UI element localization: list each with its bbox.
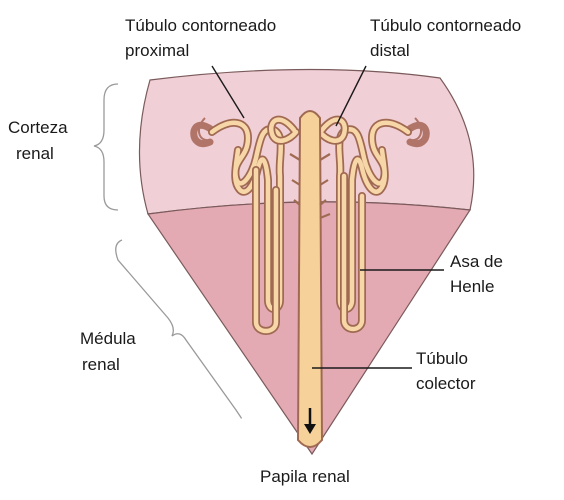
leader-lines bbox=[211, 65, 444, 369]
label-distal-line1: Túbulo contorneado bbox=[370, 16, 521, 35]
label-collector: Túbulo colector bbox=[416, 349, 476, 393]
label-distal: Túbulo contorneado distal bbox=[370, 16, 526, 60]
tubule-lumen bbox=[268, 117, 299, 143]
label-cortex: Corteza renal bbox=[8, 118, 72, 163]
leader-distal bbox=[335, 65, 367, 127]
label-henle-line2: Henle bbox=[450, 277, 494, 296]
central-loops bbox=[267, 115, 349, 145]
tubule-lumen bbox=[341, 173, 365, 332]
cortex-bracket bbox=[93, 83, 119, 211]
left-glomerulus bbox=[190, 117, 216, 148]
medulla-bracket bbox=[115, 239, 242, 419]
tubule-lumen bbox=[253, 167, 279, 334]
label-proximal: Túbulo contorneado proximal bbox=[125, 16, 281, 60]
left-nephron-tubule bbox=[208, 119, 285, 313]
tubule-lumen bbox=[209, 120, 283, 312]
right-nephron-tubule bbox=[335, 119, 412, 313]
right-glomerulus bbox=[404, 117, 430, 148]
label-medulla: Médula renal bbox=[80, 329, 141, 374]
left-henle-loop bbox=[252, 166, 280, 335]
arrow-down-icon bbox=[304, 408, 316, 434]
label-henle: Asa de Henle bbox=[450, 252, 508, 296]
collector-branches bbox=[289, 153, 331, 220]
collecting-duct bbox=[296, 110, 324, 448]
label-papilla: Papila renal bbox=[260, 467, 350, 486]
right-henle-loop bbox=[340, 172, 366, 333]
label-collector-line1: Túbulo bbox=[416, 349, 468, 368]
label-henle-line1: Asa de bbox=[450, 252, 503, 271]
label-proximal-line1: Túbulo contorneado bbox=[125, 16, 276, 35]
tubule-lumen bbox=[337, 120, 411, 312]
label-cortex-line1: Corteza bbox=[8, 118, 68, 137]
label-proximal-line2: proximal bbox=[125, 41, 189, 60]
label-collector-line2: colector bbox=[416, 374, 476, 393]
label-medulla-line1: Médula bbox=[80, 329, 136, 348]
tubule-lumen bbox=[317, 117, 348, 143]
label-cortex-line2: renal bbox=[16, 144, 54, 163]
label-medulla-line2: renal bbox=[82, 355, 120, 374]
leader-proximal bbox=[211, 65, 245, 119]
label-distal-line2: distal bbox=[370, 41, 410, 60]
